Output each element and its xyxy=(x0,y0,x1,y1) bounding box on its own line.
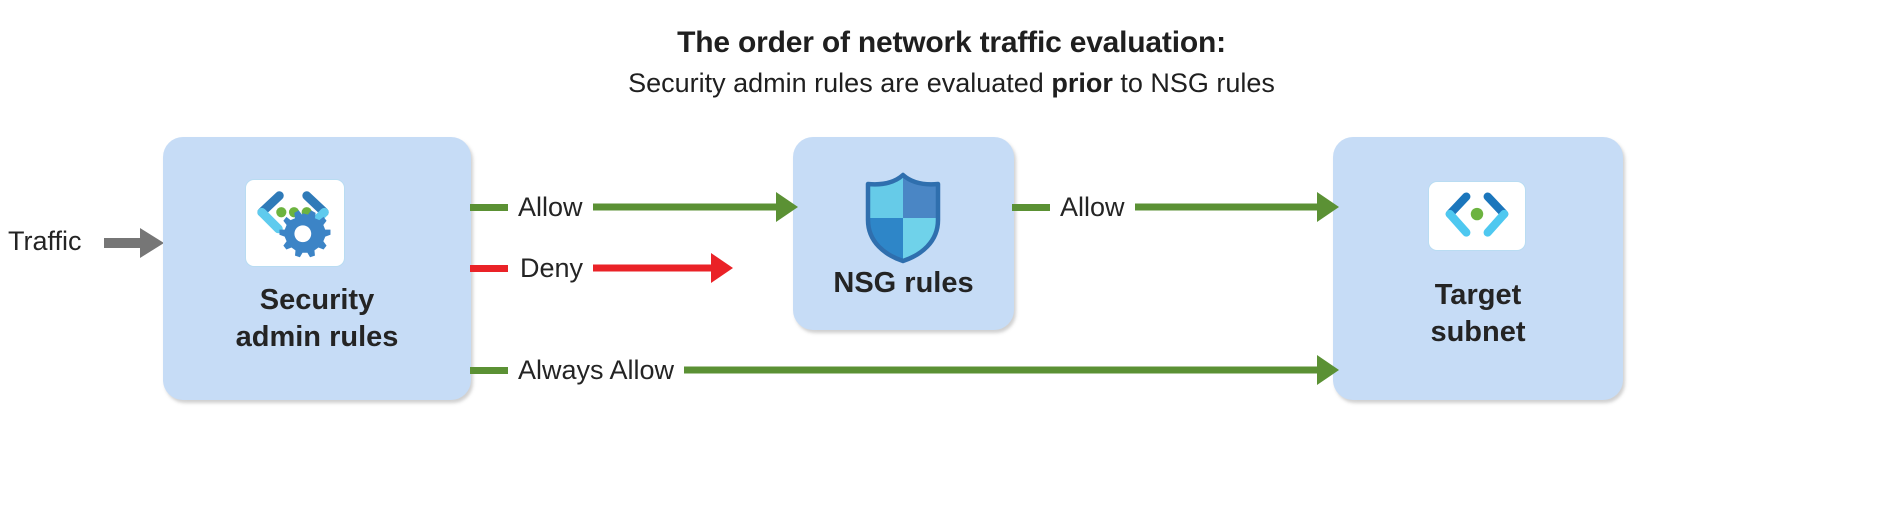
flow-arrow xyxy=(684,353,1339,387)
code-brackets-dot-icon xyxy=(1428,181,1526,251)
flow-label-allow: Allow xyxy=(518,191,583,222)
flow-arrow xyxy=(592,190,798,224)
code-brackets-gear-icon xyxy=(245,179,345,267)
node-nsg-rules[interactable]: NSG rules xyxy=(793,137,1014,330)
flow-label-allow: Allow xyxy=(1060,191,1125,222)
flow-stub xyxy=(470,264,508,272)
node-security-admin-rules[interactable]: Security admin rules xyxy=(163,137,471,400)
node-label-nsg-rules: NSG rules xyxy=(833,267,974,299)
flow-stub xyxy=(470,366,508,374)
flow-arrow xyxy=(1134,190,1339,224)
page-title: The order of network traffic evaluation: xyxy=(677,26,1226,59)
flow-stub xyxy=(470,203,508,211)
node-label-target-subnet: Target subnet xyxy=(1430,279,1526,349)
flow-stub xyxy=(1012,203,1050,211)
flow-deny-security: Deny xyxy=(470,251,733,285)
flow-allow-security-to-nsg: Allow xyxy=(470,190,798,224)
traffic-entry-label: Traffic xyxy=(8,226,82,256)
subtitle-text-after: to NSG rules xyxy=(1112,68,1275,98)
page-subtitle: Security admin rules are evaluated prior… xyxy=(0,68,1903,99)
flow-label-always-allow: Always Allow xyxy=(518,354,675,385)
flow-arrow xyxy=(593,251,733,285)
flow-always-allow-security-to-target: Always Allow xyxy=(470,353,1339,387)
node-label-security-admin-rules: Security admin rules xyxy=(235,284,399,354)
flow-allow-nsg-to-target: Allow xyxy=(1012,190,1339,224)
node-target-subnet[interactable]: Target subnet xyxy=(1333,137,1623,400)
subtitle-text-before: Security admin rules are evaluated xyxy=(628,68,1052,98)
subtitle-emphasis: prior xyxy=(1051,68,1113,98)
flow-label-deny: Deny xyxy=(520,252,584,283)
traffic-arrow-icon xyxy=(104,226,166,260)
shield-icon xyxy=(861,172,945,264)
